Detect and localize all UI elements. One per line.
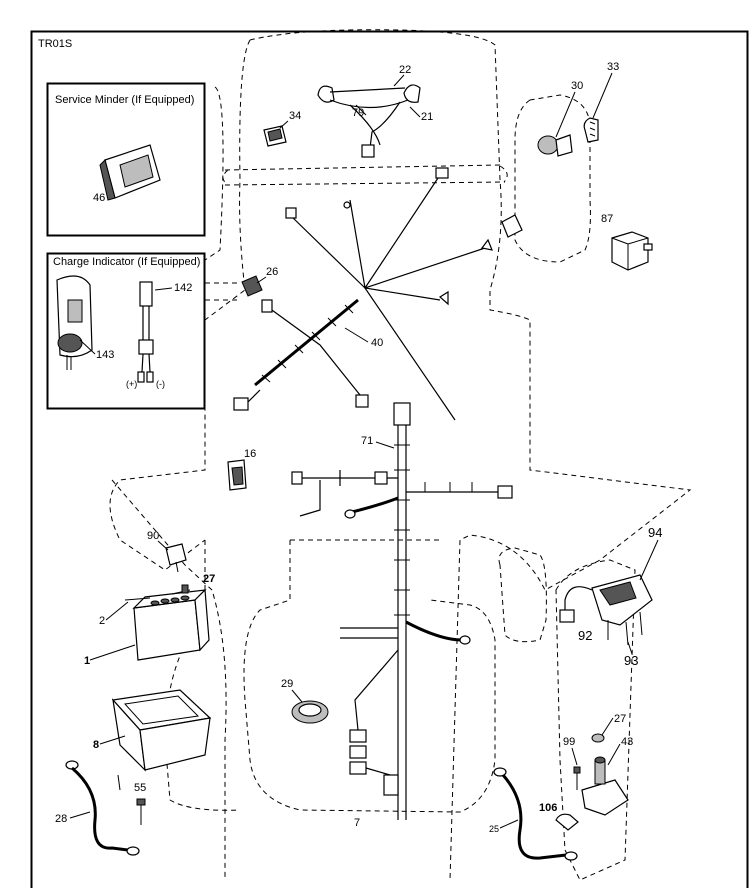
battery-cable-28 xyxy=(65,760,140,856)
service-minder-title: Service Minder (If Equipped) xyxy=(55,94,194,106)
callout-8: 8 xyxy=(93,739,99,751)
chassis-outline xyxy=(109,29,692,881)
module-94 xyxy=(591,574,653,646)
callout-94: 94 xyxy=(648,525,662,540)
callout-26: 26 xyxy=(266,266,278,278)
callout-25: 25 xyxy=(489,824,499,834)
callout-92: 92 xyxy=(578,628,592,643)
nut-27 xyxy=(591,733,605,743)
callout-87: 87 xyxy=(601,213,613,225)
bolt-99 xyxy=(573,766,581,790)
fuse-holder-90 xyxy=(165,543,187,573)
callout-79: 79 xyxy=(352,107,364,119)
lower-harness xyxy=(340,620,471,796)
battery-terminal-bolts xyxy=(124,584,191,601)
callout-99: 99 xyxy=(563,736,575,748)
callout-142: 142 xyxy=(174,282,192,294)
diagram-frame xyxy=(30,30,749,893)
callout-55: 55 xyxy=(134,782,146,794)
relay-87 xyxy=(611,231,653,271)
callout-2: 2 xyxy=(99,615,105,627)
callout-28: 28 xyxy=(55,813,67,825)
connector-26 xyxy=(241,275,263,297)
solenoid-43 xyxy=(581,756,629,816)
callout-93: 93 xyxy=(624,653,638,668)
callout-27-bottom: 27 xyxy=(614,713,626,725)
connector-92 xyxy=(559,586,593,623)
callout-46: 46 xyxy=(93,192,105,204)
callout-40: 40 xyxy=(371,337,383,349)
callout-22: 22 xyxy=(399,64,411,76)
callout-71: 71 xyxy=(361,435,373,447)
switch-34 xyxy=(263,125,287,147)
callout-34: 34 xyxy=(289,110,301,122)
clamp-106 xyxy=(555,813,579,831)
terminal-negative: (-) xyxy=(156,379,165,389)
screw-55 xyxy=(136,798,146,825)
callout-16: 16 xyxy=(244,448,256,460)
callout-27-top: 27 xyxy=(203,573,215,585)
harness-71 xyxy=(291,402,513,820)
callout-30: 30 xyxy=(571,80,583,92)
callout-33: 33 xyxy=(607,61,619,73)
charge-indicator-title: Charge Indicator (If Equipped) xyxy=(53,256,200,268)
switch-29 xyxy=(291,700,329,724)
callout-143: 143 xyxy=(96,349,114,361)
charge-indicator-harness xyxy=(137,281,154,383)
plug-16 xyxy=(227,459,247,491)
ignition-switch xyxy=(537,134,573,157)
battery xyxy=(132,588,210,661)
callout-7: 7 xyxy=(354,817,360,829)
charge-indicator-gauge xyxy=(56,275,93,370)
charge-indicator-inset: Charge Indicator (If Equipped) 143 142 (… xyxy=(46,252,206,410)
callout-1: 1 xyxy=(84,655,90,667)
callout-21: 21 xyxy=(421,111,433,123)
main-harness-40 xyxy=(233,167,523,421)
service-minder-meter xyxy=(99,144,161,201)
terminal-positive: (+) xyxy=(126,379,137,389)
callout-90: 90 xyxy=(147,530,159,542)
diagram-code: TR01S xyxy=(38,38,72,50)
callout-106: 106 xyxy=(539,802,557,814)
ignition-key xyxy=(583,117,599,143)
battery-tray xyxy=(111,689,212,772)
callout-43: 43 xyxy=(621,736,633,748)
headlight-harness xyxy=(317,84,421,158)
service-minder-inset: Service Minder (If Equipped) 46 xyxy=(46,82,206,237)
battery-cable-25 xyxy=(493,767,578,861)
callout-29: 29 xyxy=(281,678,293,690)
